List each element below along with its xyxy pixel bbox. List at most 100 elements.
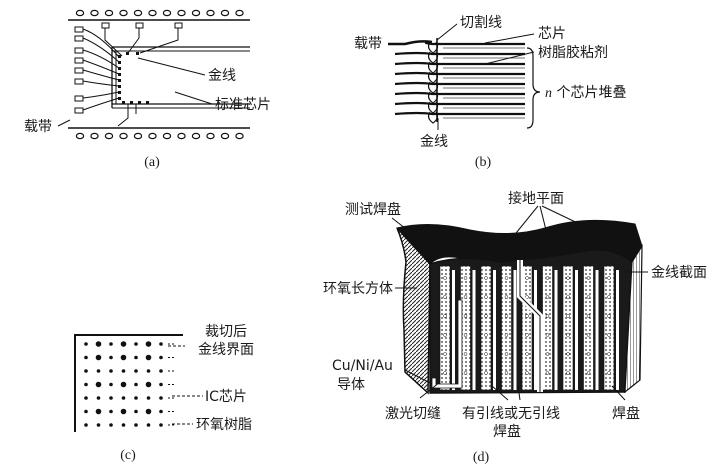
carrier-tape-label-b: 载带 (354, 36, 382, 52)
gold-wire-dot (443, 371, 447, 375)
gold-wire-dot (463, 352, 468, 356)
cut-line-label: 切割线 (460, 14, 502, 31)
chip-dot (96, 369, 101, 373)
chip-dot (84, 396, 88, 400)
caption-c: (c) (120, 448, 136, 463)
gold-wire-dot (545, 333, 550, 337)
gold-wire-dot (545, 295, 550, 299)
gold-wire-dot (586, 314, 591, 318)
chip-dot (146, 423, 151, 427)
sprocket-hole (90, 132, 99, 140)
sprocket-hole (235, 9, 244, 17)
gold-wire-dot (566, 314, 570, 318)
sprocket-hole (90, 9, 99, 17)
gold-section-strip (493, 270, 496, 390)
panel-d-leaders (391, 205, 648, 401)
chip-dot (146, 369, 151, 373)
chip-label: 芯片 (538, 26, 566, 42)
sprocket-hole (148, 132, 157, 140)
gold-wire-dot (525, 276, 529, 280)
pad-column (603, 265, 615, 391)
gold-section-strip (472, 270, 476, 390)
gold-wire-dot (484, 314, 488, 318)
chip-dot (121, 423, 126, 427)
tape-segment (394, 111, 443, 116)
chip-dot (95, 341, 102, 347)
stack-n: n (545, 86, 552, 101)
sprocket-hole (220, 9, 230, 17)
gold-wire-dot (566, 295, 570, 299)
gold-wire-dot (607, 371, 611, 375)
chip-dot (134, 342, 138, 346)
conductor-label-line2: 导体 (337, 377, 365, 393)
pad-columns (439, 265, 619, 391)
gold-section-strip (452, 270, 455, 390)
pad-column (521, 265, 533, 391)
carrier-tape-edge (388, 40, 433, 46)
chip-dot (120, 408, 127, 415)
chip-dot (121, 369, 126, 373)
chip-dot (84, 369, 88, 373)
sprocket-hole (220, 132, 230, 140)
top-sprocket-holes (75, 9, 244, 17)
gold-wire-dot (566, 276, 570, 280)
chip-dot (159, 369, 163, 373)
gold-wire-dot (586, 295, 591, 299)
sprocket-hole (206, 132, 215, 140)
pad-column (583, 265, 594, 391)
conductor-label-line1: Cu/Ni/Au (332, 358, 393, 374)
tape-segment (394, 51, 443, 56)
sprocket-hole (191, 132, 201, 140)
resin-adhesive-label: 树脂胶粘剂 (538, 44, 608, 61)
gold-section-strip (513, 270, 517, 390)
gold-wire-dot (463, 333, 468, 337)
chip-dot (134, 396, 138, 400)
gold-section-strip (554, 270, 558, 390)
chip-dot (84, 423, 88, 427)
tape-segment (424, 41, 443, 46)
sprocket-hole (206, 9, 215, 17)
sprocket-hole (177, 9, 186, 17)
gold-wire-dot (545, 314, 550, 318)
epoxy-resin-label: 环氧树脂 (196, 417, 252, 433)
routing-trace-outline (519, 260, 541, 392)
gold-wire-dot (525, 314, 529, 318)
gold-wire-label-b: 金线 (420, 134, 448, 150)
chip-dot (159, 355, 163, 360)
gold-wire-dot (443, 352, 447, 356)
gold-wire-dot (545, 352, 550, 356)
chip-dot (109, 342, 113, 346)
chip-dot (84, 355, 88, 360)
gold-wire-dot (607, 295, 611, 299)
panel-a: 金线 标准芯片 载带 (a) (24, 9, 271, 170)
sprocket-hole (162, 9, 172, 17)
caption-d: (d) (473, 450, 490, 465)
stack-rest: 个芯片堆叠 (556, 85, 626, 101)
chip-dot (134, 382, 138, 387)
pad-column (480, 265, 492, 391)
chip-dot (159, 396, 163, 400)
gold-wire-dot (504, 352, 509, 356)
chip-dot (84, 342, 88, 346)
cu-ni-au-conductor (431, 299, 463, 389)
chip-dot (145, 381, 152, 388)
gold-wire-dot (504, 276, 509, 280)
ic-chip-dot-grid (84, 341, 176, 427)
chip-dot (121, 396, 126, 400)
gold-wire-dot (525, 352, 529, 356)
sprocket-hole (75, 9, 85, 17)
chip-layers (394, 38, 525, 124)
tape-segment (394, 71, 443, 76)
caption-b: (b) (475, 155, 492, 170)
gold-wire-dot (586, 371, 591, 375)
gold-section-strip (595, 270, 599, 390)
gold-wire-dot (504, 295, 509, 299)
right-side-face (624, 243, 643, 394)
gold-wire-dot (443, 314, 447, 318)
sprocket-hole (235, 132, 244, 140)
sprocket-hole (119, 9, 128, 17)
laser-kerf-label: 激光切缝 (385, 405, 441, 422)
interface-label-line2: 金线界面 (198, 342, 254, 358)
pad-column (562, 265, 574, 391)
chip-dot (109, 355, 113, 360)
